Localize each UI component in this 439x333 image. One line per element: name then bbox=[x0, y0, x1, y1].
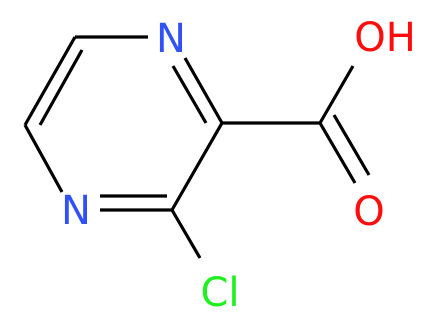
atom-labels: N N OH O Cl bbox=[61, 15, 416, 316]
bond-c5-n4 bbox=[23, 124, 64, 193]
atom-label-n-top: N bbox=[156, 16, 186, 62]
atom-label-o-carbonyl: O bbox=[353, 189, 384, 235]
bond-c-o-double-2 bbox=[332, 114, 371, 176]
bond-c6-c5-inner bbox=[38, 49, 84, 126]
atom-label-oh: OH bbox=[354, 15, 416, 61]
bond-c6-c5 bbox=[23, 36, 77, 126]
atom-label-cl: Cl bbox=[200, 270, 239, 316]
bond-c-o-double-1 bbox=[318, 122, 357, 184]
bond-c3-c2 bbox=[170, 122, 224, 211]
bond-c3-cl bbox=[170, 209, 202, 259]
bond-c2-n1-inner bbox=[171, 65, 208, 124]
bond-c-oh bbox=[318, 65, 355, 124]
bond-c2-n1 bbox=[183, 57, 224, 124]
bonds bbox=[23, 35, 371, 259]
atom-label-n-bottom: N bbox=[61, 188, 91, 234]
